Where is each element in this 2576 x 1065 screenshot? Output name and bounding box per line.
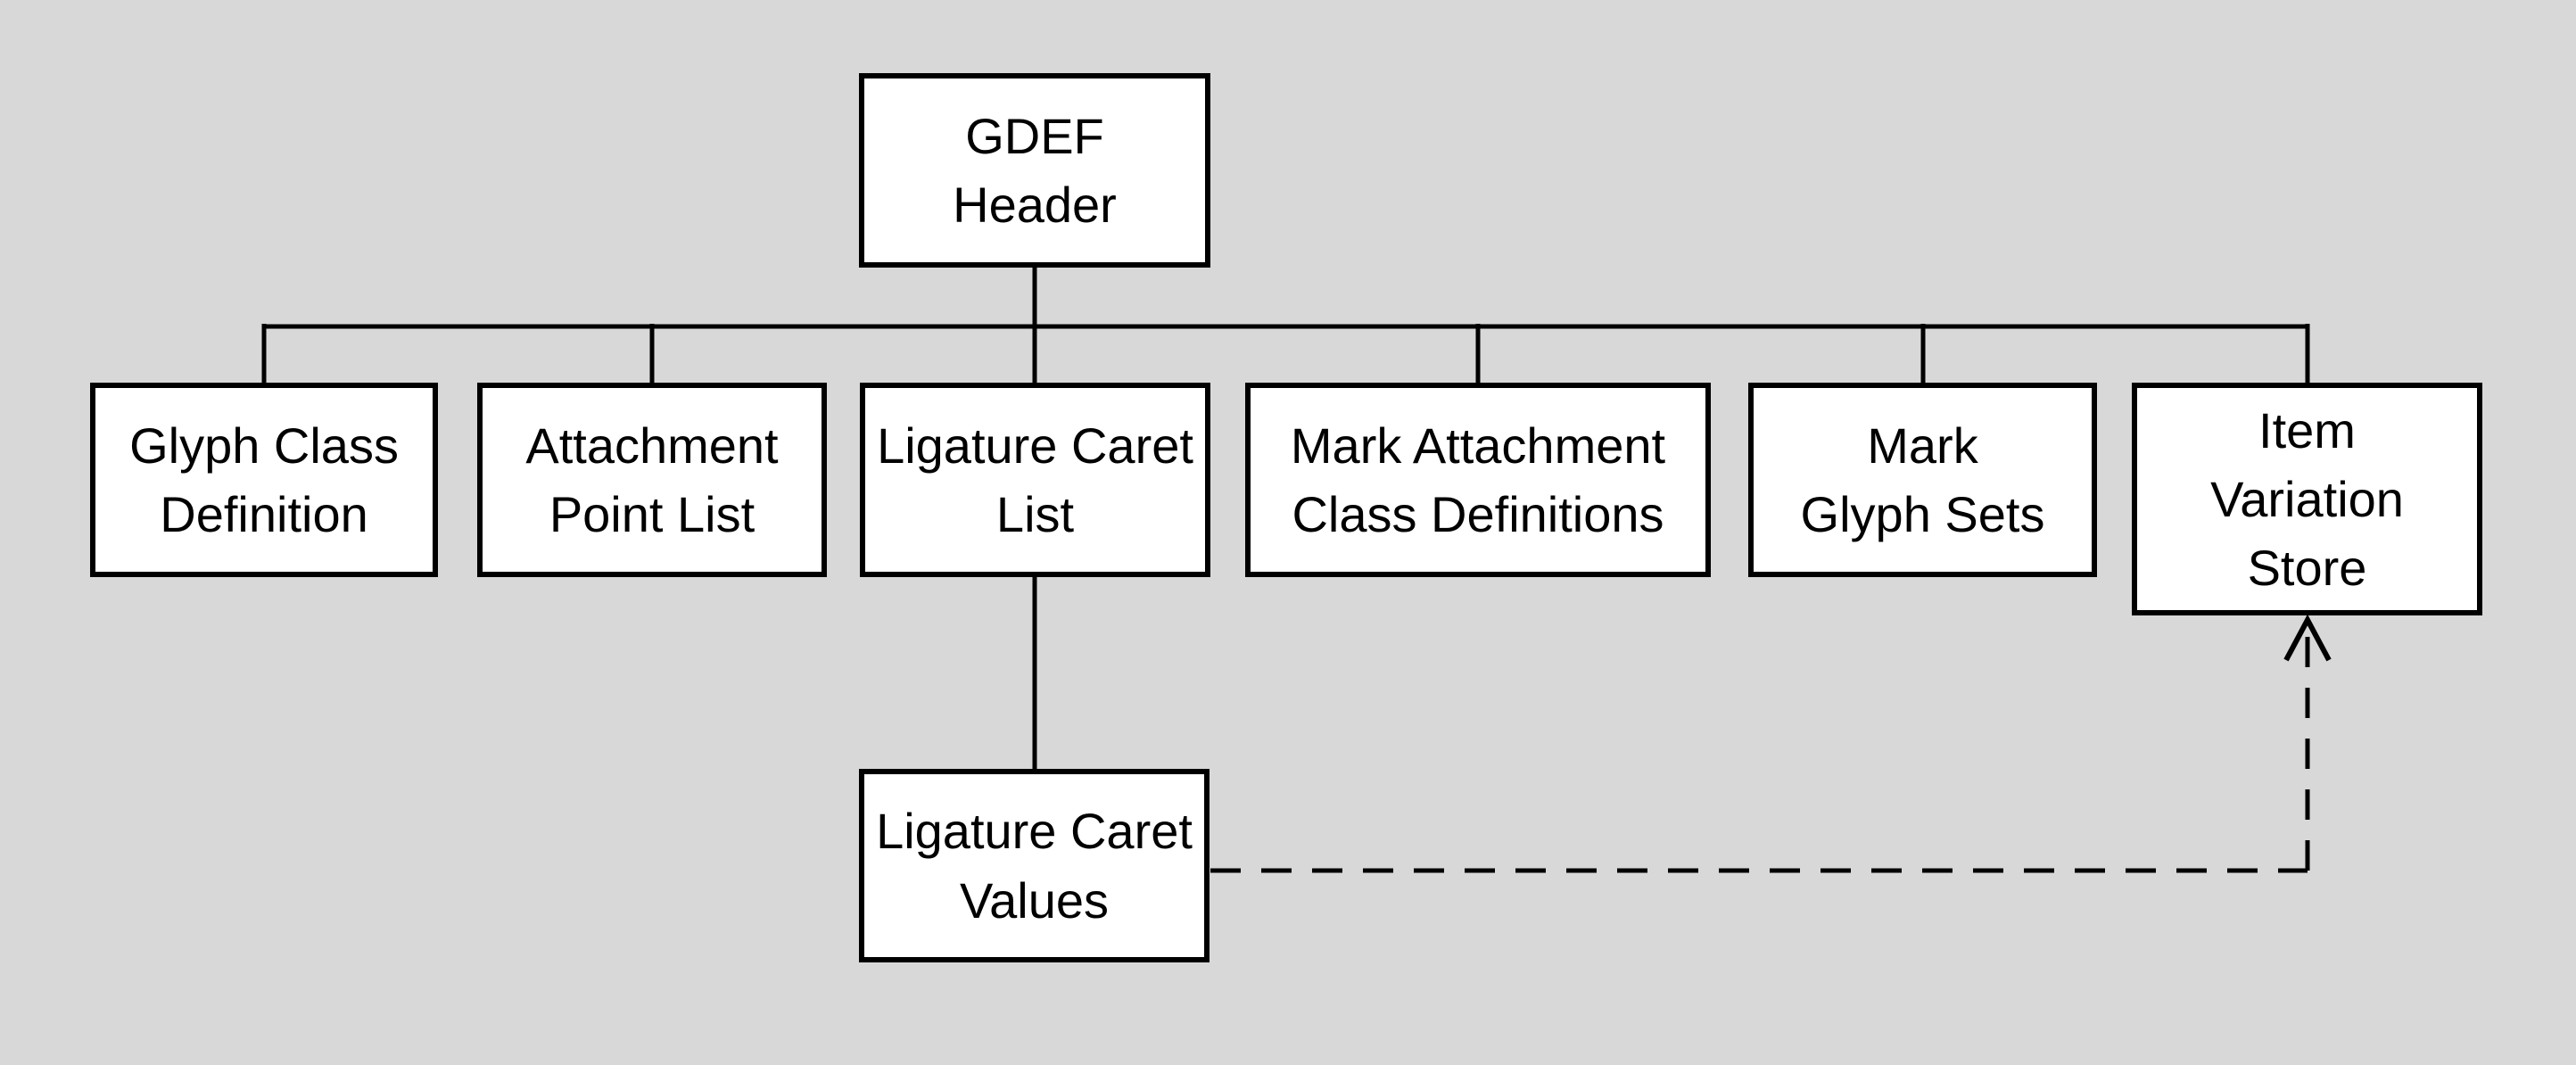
open-arrowhead-up-icon — [2283, 614, 2332, 662]
node-mark-attachment-class-definitions: Mark Attachment Class Definitions — [1245, 383, 1711, 577]
node-glyph-class-definition-label: Glyph Class Definition — [129, 417, 399, 542]
node-attachment-point-list: Attachment Point List — [477, 383, 827, 577]
node-ligature-caret-values: Ligature Caret Values — [859, 769, 1210, 962]
node-mark-attachment-class-definitions-label: Mark Attachment Class Definitions — [1290, 417, 1666, 542]
node-mark-glyph-sets-label: Mark Glyph Sets — [1800, 417, 2045, 542]
node-glyph-class-definition: Glyph Class Definition — [90, 383, 438, 577]
node-gdef-header-label: GDEF Header — [953, 107, 1117, 233]
node-ligature-caret-list: Ligature Caret List — [860, 383, 1210, 577]
node-ligature-caret-values-label: Ligature Caret Values — [876, 803, 1193, 929]
node-ligature-caret-list-label: Ligature Caret List — [877, 417, 1193, 542]
node-mark-glyph-sets: Mark Glyph Sets — [1748, 383, 2097, 577]
node-attachment-point-list-label: Attachment Point List — [525, 417, 779, 542]
node-gdef-header: GDEF Header — [859, 73, 1210, 268]
node-item-variation-store-label: Item Variation Store — [2210, 401, 2404, 597]
node-item-variation-store: Item Variation Store — [2132, 383, 2482, 615]
